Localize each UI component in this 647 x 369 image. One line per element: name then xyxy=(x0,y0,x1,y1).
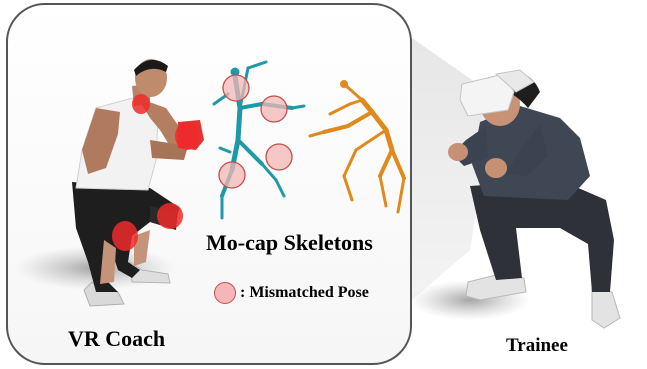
mismatch-marker-head xyxy=(223,75,249,101)
coach-view-panel xyxy=(7,4,411,364)
vr-coach-label: VR Coach xyxy=(68,326,165,352)
trainee-figure xyxy=(448,70,620,328)
mismatch-legend-label: : Mismatched Pose xyxy=(240,284,369,302)
legend: : Mismatched Pose xyxy=(214,282,369,304)
mismatch-legend-swatch xyxy=(214,282,236,304)
mismatch-marker-leg xyxy=(219,162,245,188)
coach-highlight-knee-left xyxy=(112,221,138,251)
mocap-skeletons-label: Mo-cap Skeletons xyxy=(206,230,373,256)
coach-highlight-neck xyxy=(132,94,150,114)
mismatch-marker-knee xyxy=(266,144,292,170)
mismatch-marker-hand xyxy=(261,96,287,122)
trainee-label: Trainee xyxy=(506,335,568,357)
coach-highlight-knee-right xyxy=(157,203,183,229)
coach-highlight-glove xyxy=(175,122,199,150)
